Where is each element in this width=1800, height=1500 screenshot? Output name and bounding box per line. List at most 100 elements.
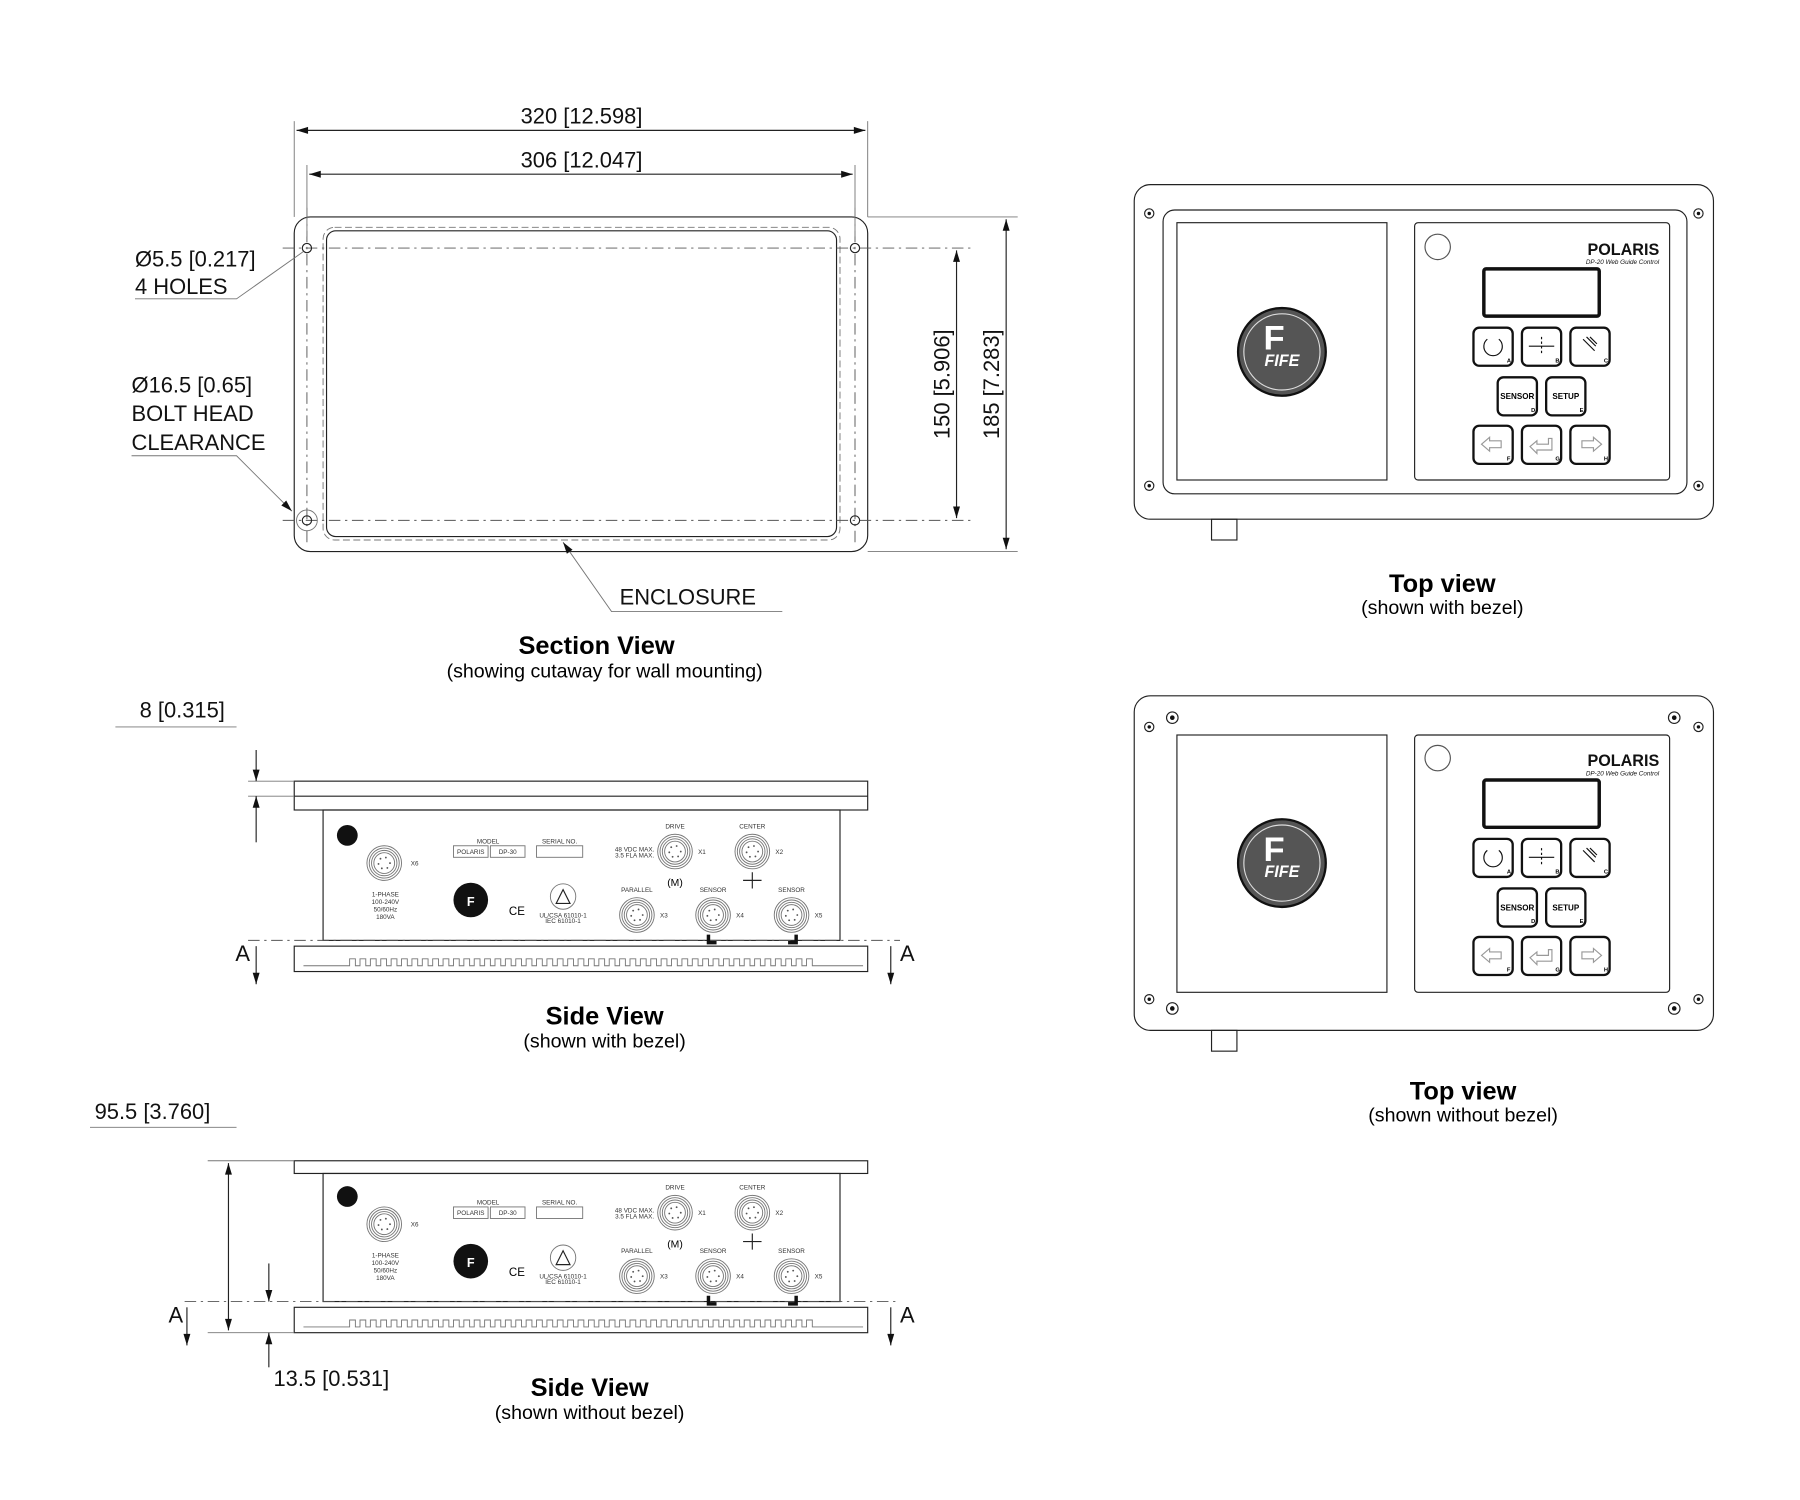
svg-text:F: F [467,895,475,909]
connector-name: CENTER [739,823,765,830]
dim-base-height: 13.5 [0.531] [273,1366,389,1391]
fife-logo-text: FIFE [1264,352,1300,370]
button-key: B [1555,358,1559,364]
button-label: SENSOR [1500,903,1534,912]
keypad-button-f[interactable]: F [1472,424,1514,465]
section-view-subtitle: (showing cutaway for wall mounting) [447,660,763,682]
keypad-button-c[interactable]: C [1569,326,1611,367]
cert-text: IEC 61010-1 [545,918,581,925]
keypad-button-b[interactable]: B [1520,326,1563,367]
button-key: A [1507,869,1511,875]
connector-name: SENSOR [778,887,805,894]
section-mark-left: A [235,941,250,966]
button-label: SETUP [1552,392,1580,401]
button-key: F [1507,968,1511,974]
connector-x3 [619,1258,655,1294]
keypad-button-e[interactable]: SETUP E [1545,376,1587,417]
minus-arrow-icon [1480,947,1502,964]
model-value: POLARIS [457,849,484,856]
serial-label: SERIAL NO. [542,1200,578,1207]
auto-icon [1483,849,1503,868]
connector-name: PARALLEL [621,887,653,894]
connector-x1 [657,1194,693,1231]
button-key: H [1604,968,1608,974]
connector-id: X1 [698,849,706,856]
cert-text: UL/CSA 61010-1 [539,1273,587,1280]
button-label: SENSOR [1500,392,1534,401]
keypad-button-a[interactable]: A [1472,837,1514,879]
screw-icon [1144,208,1155,219]
product-name: DP-20 Web Guide Control [1586,259,1660,266]
section-view: 320 [12.598] 306 [12.047] 150 [5.906] 18… [131,103,1018,682]
keypad-button-c[interactable]: C [1569,837,1611,879]
button-key: C [1604,358,1608,364]
svg-text:F: F [1263,831,1284,869]
connector-x4 [695,1258,731,1294]
keypad-button-g[interactable]: G [1520,424,1563,465]
connector-name: SENSOR [700,1248,727,1255]
dim-height-inner: 150 [5.906] [930,329,955,439]
button-key: G [1555,456,1560,462]
bolt-callout-2: BOLT HEAD [132,401,254,426]
top-view-no-bezel-subtitle: (shown without bezel) [1368,1105,1558,1127]
section-view-title: Section View [518,632,674,660]
connector-id: X4 [736,912,744,919]
keypad-button-b[interactable]: B [1520,837,1563,879]
power-spec: 100-240V [372,1260,400,1267]
power-spec: 180VA [376,914,395,921]
sensor-bracket [706,1295,798,1306]
power-symbol-icon [336,825,358,846]
side-view-bezel-title: Side View [546,1003,664,1031]
power-spec: 1-PHASE [372,1253,399,1260]
power-spec: 50/60Hz [374,1268,398,1275]
holes-callout-1: Ø5.5 [0.217] [135,247,256,272]
screw-icon [1144,721,1155,733]
manual-hand-icon [1582,336,1598,352]
dim-height-outer: 185 [7.283] [979,329,1004,439]
keypad-button-g[interactable]: G [1520,935,1563,977]
top-view-bezel-title: Top view [1389,570,1496,598]
drive-spec: 48 VDC MAX. [615,1208,655,1215]
dim-overall-height: 95.5 [3.760] [95,1099,211,1124]
base-teeth [303,958,864,967]
power-id: X6 [411,1222,419,1229]
manual-hand-icon [1582,847,1598,863]
small-fife-logo [1424,744,1451,772]
screw-icon [1693,994,1704,1005]
cert-text: IEC 61010-1 [545,1279,581,1286]
button-key: D [1531,408,1535,414]
dim-width-inner: 306 [12.047] [521,147,643,172]
drive-spec: 48 VDC MAX. [615,847,655,854]
button-key: G [1555,968,1560,974]
button-key: A [1507,358,1511,364]
keypad-button-f[interactable]: F [1472,935,1514,977]
keypad-button-h[interactable]: H [1569,424,1611,465]
center-icon [1528,336,1555,356]
svg-text:F: F [467,1256,475,1270]
connector-name: PARALLEL [621,1248,653,1255]
section-mark-left-2: A [168,1302,183,1327]
brand-name: POLARIS [1587,241,1659,259]
keypad-button-h[interactable]: H [1569,935,1611,977]
screw-icon [1693,721,1704,733]
certification-logo [549,883,577,910]
lcd-display [1482,778,1601,830]
enclosure-label: ENCLOSURE [620,585,756,610]
dim-width-outer: 320 [12.598] [521,103,643,128]
connector-id: X5 [815,1273,823,1280]
keypad-button-d[interactable]: SENSOR D [1496,376,1539,417]
connector-x2 [734,833,771,870]
keypad-button-a[interactable]: A [1472,326,1514,367]
button-key: E [1580,408,1584,414]
section-mark-right: A [900,941,915,966]
connector-name: CENTER [739,1185,765,1192]
power-connector [366,845,402,881]
fife-logo [1236,818,1327,909]
connector-id: X4 [736,1273,744,1280]
button-key: E [1580,919,1584,925]
side-view-without-bezel: 95.5 [3.760] 13.5 [0.531] A A X61-PHASE1… [89,1099,915,1424]
small-fife-logo [1424,233,1451,261]
svg-text:F: F [1263,320,1284,358]
